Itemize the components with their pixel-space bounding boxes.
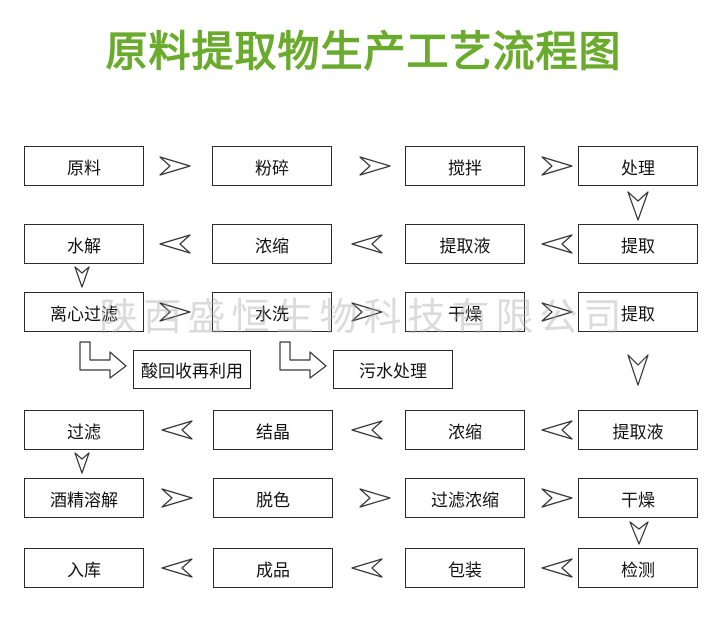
arrow-right-icon <box>351 302 383 322</box>
step-extraction-2: 提取 <box>578 292 698 332</box>
arrow-left-icon <box>161 558 193 578</box>
step-hydrolysis: 水解 <box>24 224 144 264</box>
step-warehousing: 入库 <box>24 548 144 588</box>
step-acid-recycling: 酸回收再利用 <box>133 350 251 389</box>
step-extract-liquid-2: 提取液 <box>578 410 698 450</box>
step-drying-2: 干燥 <box>578 478 698 518</box>
page-title: 原料提取物生产工艺流程图 <box>105 27 622 76</box>
arrow-down-icon <box>74 452 90 474</box>
arrow-down-icon <box>629 521 649 545</box>
arrow-down-icon <box>627 191 649 221</box>
step-filter-concentrate: 过滤浓缩 <box>405 478 525 518</box>
step-finished-product: 成品 <box>213 548 333 588</box>
step-centrifugal-filtration: 离心过滤 <box>24 292 144 332</box>
step-stirring: 搅拌 <box>405 146 525 186</box>
arrow-left-icon <box>351 234 383 254</box>
arrow-right-icon <box>161 488 193 508</box>
arrow-right-icon <box>541 488 573 508</box>
step-extract-liquid-1: 提取液 <box>405 224 525 264</box>
arrow-left-icon <box>351 420 383 440</box>
arrow-left-icon <box>541 234 573 254</box>
step-decolorization: 脱色 <box>213 478 333 518</box>
step-raw-material: 原料 <box>24 146 144 186</box>
step-water-wash: 水洗 <box>212 292 332 332</box>
arrow-left-icon <box>161 420 193 440</box>
arrow-right-icon <box>159 156 191 176</box>
step-drying-1: 干燥 <box>405 292 525 332</box>
arrow-left-icon <box>351 558 383 578</box>
step-crushing: 粉碎 <box>212 146 332 186</box>
step-concentration-1: 浓缩 <box>212 224 332 264</box>
arrow-right-icon <box>159 302 191 322</box>
arrow-right-icon <box>541 156 573 176</box>
arrow-left-icon <box>159 234 191 254</box>
arrow-down-icon <box>627 354 649 386</box>
step-sewage-treatment: 污水处理 <box>333 350 453 389</box>
bent-arrow-icon <box>79 341 127 379</box>
step-inspection: 检测 <box>578 548 698 588</box>
arrow-right-icon <box>541 302 573 322</box>
arrow-right-icon <box>359 488 391 508</box>
arrow-down-icon <box>74 266 90 288</box>
step-filtration: 过滤 <box>24 410 144 450</box>
step-extraction-1: 提取 <box>578 224 698 264</box>
bent-arrow-icon <box>279 341 327 379</box>
step-packaging: 包装 <box>405 548 525 588</box>
step-treatment: 处理 <box>578 146 698 186</box>
arrow-right-icon <box>359 156 391 176</box>
step-alcohol-dissolution: 酒精溶解 <box>24 478 144 518</box>
arrow-left-icon <box>541 558 573 578</box>
step-concentration-2: 浓缩 <box>405 410 525 450</box>
arrow-left-icon <box>541 420 573 440</box>
step-crystallization: 结晶 <box>213 410 333 450</box>
